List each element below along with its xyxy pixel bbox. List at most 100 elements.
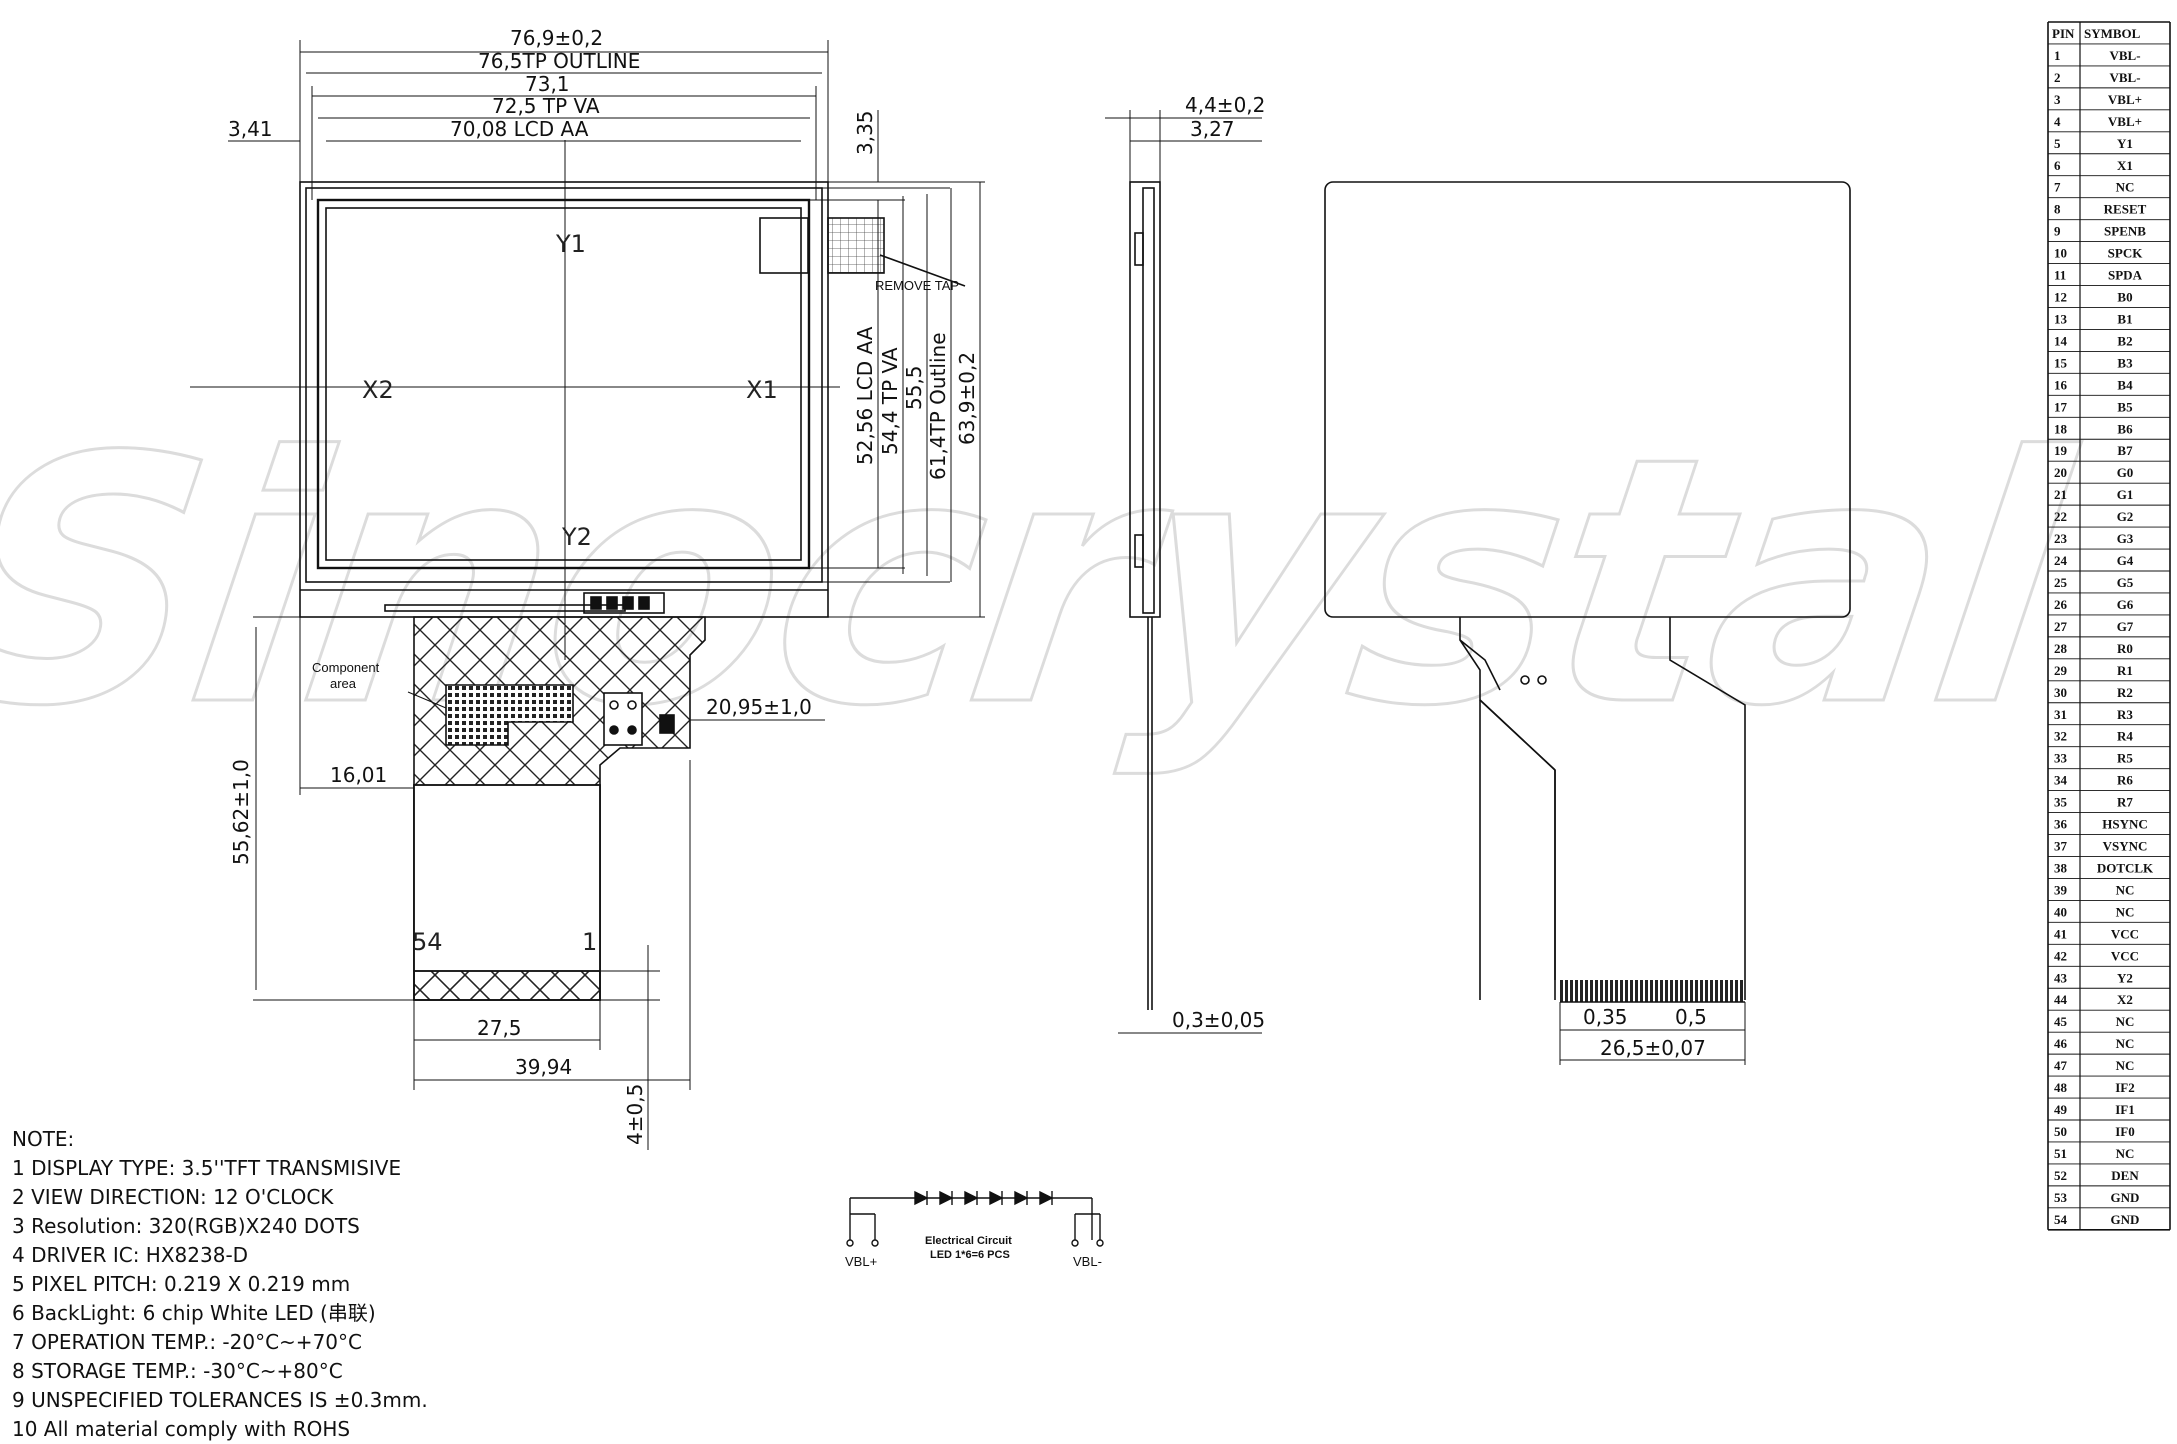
pin-number: 35 (2054, 795, 2068, 810)
dim-left-offset: 3,41 (228, 117, 273, 141)
pin-number: 21 (2054, 487, 2067, 502)
pin-symbol: Y1 (2117, 136, 2133, 151)
dim-4: 4±0,5 (623, 1084, 647, 1145)
pin-number: 30 (2054, 685, 2067, 700)
pin-number: 24 (2054, 553, 2068, 568)
pin-number: 34 (2054, 773, 2068, 788)
pin-number: 53 (2054, 1190, 2068, 1205)
pin-symbol: VSYNC (2103, 839, 2148, 854)
dim-tp-va-height: 54,4 TP VA (878, 347, 902, 455)
pin-symbol: R3 (2117, 707, 2133, 722)
pin-symbol: B6 (2117, 421, 2133, 436)
pin-symbol: NC (2116, 180, 2135, 195)
pin-symbol: B3 (2117, 355, 2133, 370)
dim-lcd-aa-width: 70,08 LCD AA (450, 117, 589, 141)
pin-symbol: NC (2116, 1058, 2135, 1073)
pin-symbol: B5 (2117, 399, 2133, 414)
notes-title: NOTE: (12, 1127, 75, 1151)
note-item: 5 PIXEL PITCH: 0.219 X 0.219 mm (12, 1272, 351, 1296)
pin-number: 29 (2054, 663, 2068, 678)
pin-number: 14 (2054, 333, 2068, 348)
axis-label-y1: Y1 (555, 230, 586, 258)
dim-fpc-length: 55,62±1,0 (229, 759, 253, 865)
back-view (1324, 181, 1851, 1065)
dim-3994: 39,94 (515, 1055, 572, 1079)
component-area-label-2: area (330, 676, 357, 691)
pin-table-header-symbol: SYMBOL (2084, 26, 2141, 41)
note-item: 10 All material comply with ROHS (12, 1417, 351, 1441)
dim-16: 16,01 (330, 763, 387, 787)
pin-symbol: NC (2116, 904, 2135, 919)
pin-number: 5 (2054, 136, 2061, 151)
pin-number: 50 (2054, 1124, 2067, 1139)
dim-fpc-thickness: 0,3±0,05 (1172, 1008, 1265, 1032)
pin-number: 31 (2054, 707, 2067, 722)
pin-symbol: B1 (2117, 311, 2132, 326)
pin-number: 45 (2054, 1014, 2068, 1029)
pin-symbol: VBL- (2109, 70, 2140, 85)
dim-lcd-aa-height: 52,56 LCD AA (853, 326, 877, 465)
pin-number: 52 (2054, 1168, 2067, 1183)
pin-number: 11 (2054, 268, 2066, 283)
pin-number: 39 (2054, 882, 2068, 897)
pin-symbol: VCC (2111, 926, 2139, 941)
dim-module-height: 63,9±0,2 (955, 352, 979, 445)
pin-number: 41 (2054, 926, 2067, 941)
pin-symbol: NC (2116, 882, 2135, 897)
pin-symbol: VBL+ (2108, 92, 2142, 107)
led-circuit (846, 1190, 1104, 1247)
led-diode-1-icon (914, 1190, 929, 1206)
pin-symbol: IF0 (2115, 1124, 2135, 1139)
dim-fpc-offset: 20,95±1,0 (706, 695, 812, 719)
led-diode-5-icon (1014, 1190, 1029, 1206)
pin-symbol: B0 (2117, 290, 2132, 305)
pin-number: 19 (2054, 443, 2068, 458)
pin-symbol: G0 (2117, 465, 2134, 480)
pin-symbol: G2 (2117, 509, 2134, 524)
pin-number: 4 (2054, 114, 2061, 129)
circuit-title-1: Electrical Circuit (925, 1235, 1012, 1247)
pin-symbol: R6 (2117, 773, 2133, 788)
component-area-label-1: Component (312, 660, 380, 675)
pin-symbol: G3 (2117, 531, 2134, 546)
pin-symbol: Y2 (2117, 970, 2133, 985)
circuit-label-vbl-plus: VBL+ (845, 1254, 877, 1269)
pin-number: 37 (2054, 839, 2068, 854)
dim-thickness: 4,4±0,2 (1185, 93, 1265, 117)
front-view (190, 40, 985, 1150)
pin-number: 51 (2054, 1146, 2067, 1161)
pin-number: 18 (2054, 421, 2068, 436)
pin-number: 9 (2054, 224, 2061, 239)
note-item: 1 DISPLAY TYPE: 3.5''TFT TRANSMISIVE (12, 1156, 402, 1180)
pin-symbol: R0 (2117, 641, 2133, 656)
pin-number: 27 (2054, 619, 2068, 634)
pin-symbol: DEN (2111, 1168, 2139, 1183)
dim-265: 26,5±0,07 (1600, 1036, 1706, 1060)
pin-symbol: G7 (2117, 619, 2134, 634)
dim-035: 0,35 (1583, 1005, 1628, 1029)
dim-73: 73,1 (525, 72, 570, 96)
dim-top-offset: 3,35 (853, 110, 877, 155)
pin-number: 46 (2054, 1036, 2068, 1051)
remove-tape-label: REMOVE TAP (875, 278, 959, 293)
pin-symbol: SPCK (2108, 246, 2144, 261)
pin-symbol: G5 (2117, 575, 2134, 590)
pin-number: 7 (2054, 180, 2061, 195)
pin-number: 12 (2054, 290, 2067, 305)
pin-symbol: GND (2111, 1212, 2140, 1227)
pin-number: 47 (2054, 1058, 2068, 1073)
pin-symbol: IF1 (2115, 1102, 2135, 1117)
pin-number: 2 (2054, 70, 2061, 85)
pin-number: 36 (2054, 817, 2068, 832)
pin-symbol: G1 (2117, 487, 2134, 502)
axis-label-x2: X2 (362, 376, 394, 404)
fpc-pin-last: 1 (582, 928, 597, 956)
side-view (1105, 110, 1262, 1034)
pin-symbol: X1 (2117, 158, 2133, 173)
pin-symbol: DOTCLK (2097, 860, 2154, 875)
dim-05: 0,5 (1675, 1005, 1707, 1029)
led-diode-2-icon (939, 1190, 954, 1206)
pin-number: 28 (2054, 641, 2068, 656)
pin-number: 38 (2054, 860, 2068, 875)
